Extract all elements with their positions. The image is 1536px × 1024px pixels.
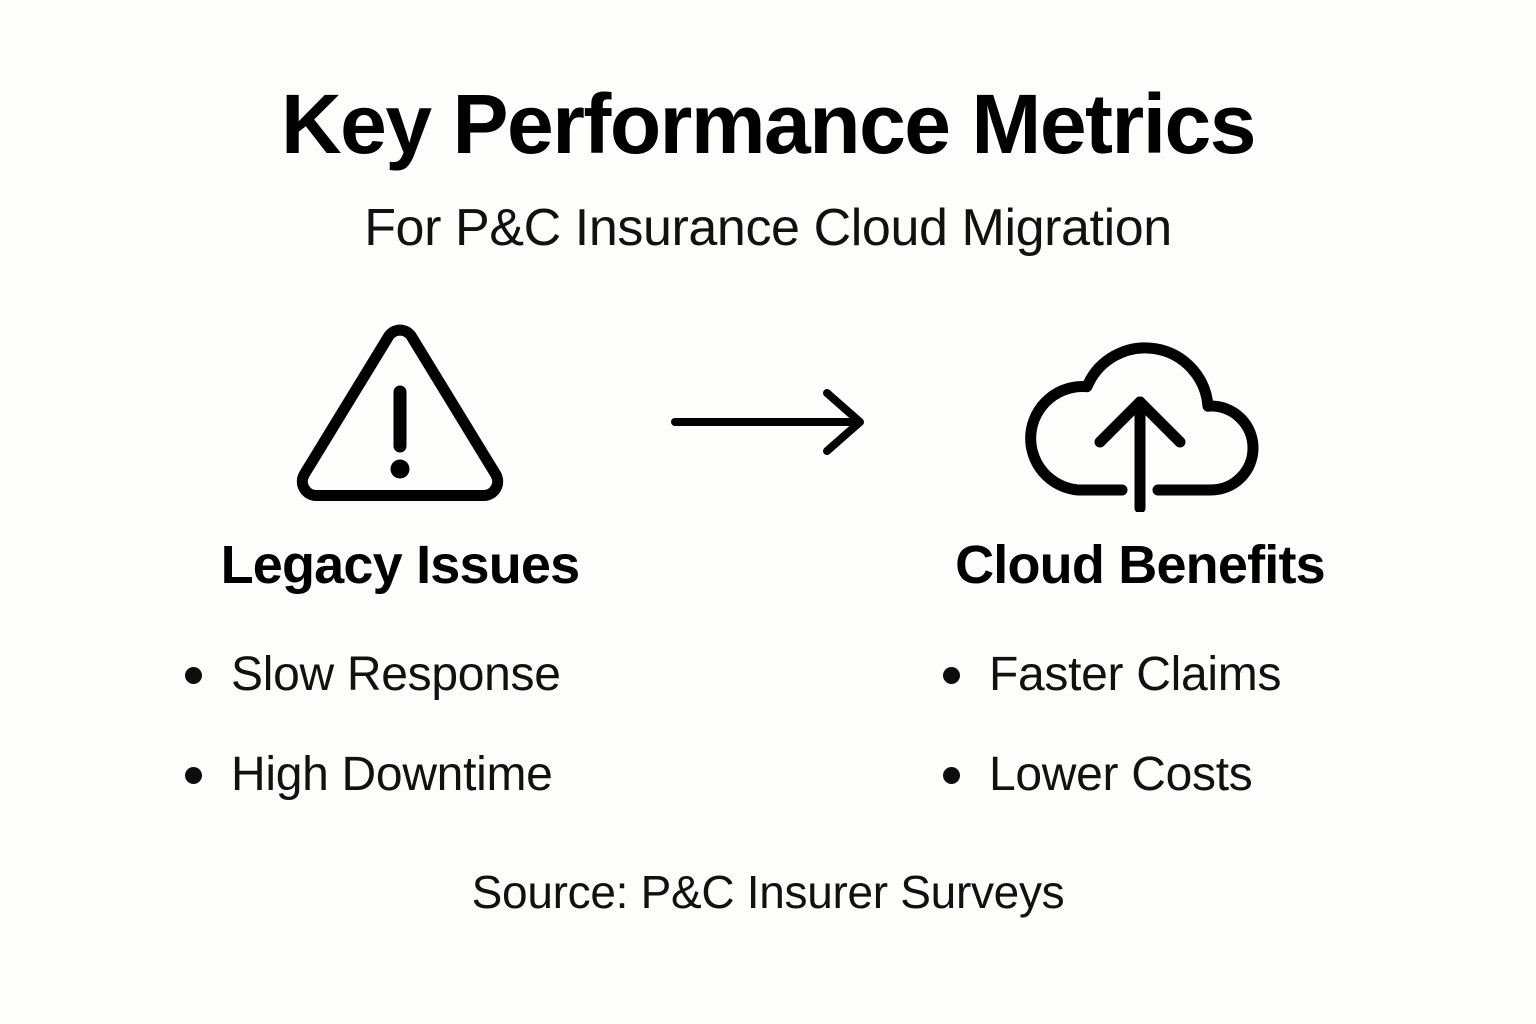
list-item: Lower Costs bbox=[943, 748, 1355, 802]
cloud-icon-slot bbox=[925, 322, 1355, 522]
list-item-label: Faster Claims bbox=[989, 648, 1282, 701]
source-caption: Source: P&C Insurer Surveys bbox=[471, 866, 1065, 918]
bullet-list-cloud: Faster Claims Lower Costs bbox=[925, 648, 1355, 802]
header: Key Performance Metrics For P&C Insuranc… bbox=[0, 82, 1536, 254]
page-subtitle: For P&C Insurance Cloud Migration bbox=[364, 199, 1172, 257]
list-item: High Downtime bbox=[185, 748, 615, 802]
arrow-right-icon bbox=[670, 387, 870, 457]
column-cloud-benefits: Cloud Benefits Faster Claims Lower Costs bbox=[925, 538, 1355, 801]
icon-row bbox=[0, 322, 1536, 522]
bullet-dot-icon bbox=[185, 666, 202, 684]
column-heading-legacy: Legacy Issues bbox=[220, 535, 581, 595]
legacy-icon-slot bbox=[185, 322, 615, 522]
bullet-dot-icon bbox=[943, 767, 960, 785]
bullet-dot-icon bbox=[943, 666, 960, 684]
bullet-dot-icon bbox=[185, 767, 202, 785]
column-legacy-issues: Legacy Issues Slow Response High Downtim… bbox=[185, 538, 615, 801]
cloud-upload-icon bbox=[1015, 322, 1265, 512]
column-heading-cloud: Cloud Benefits bbox=[955, 535, 1326, 595]
list-item-label: Slow Response bbox=[231, 648, 561, 701]
bullet-list-legacy: Slow Response High Downtime bbox=[185, 648, 615, 802]
warning-triangle-icon bbox=[295, 322, 505, 508]
list-item: Faster Claims bbox=[943, 648, 1355, 701]
page-title: Key Performance Metrics bbox=[281, 77, 1256, 171]
transition-arrow-slot bbox=[615, 322, 925, 522]
list-item: Slow Response bbox=[185, 648, 615, 701]
list-item-label: High Downtime bbox=[231, 748, 553, 802]
comparison-columns: Legacy Issues Slow Response High Downtim… bbox=[0, 538, 1536, 828]
list-item-label: Lower Costs bbox=[989, 748, 1253, 802]
